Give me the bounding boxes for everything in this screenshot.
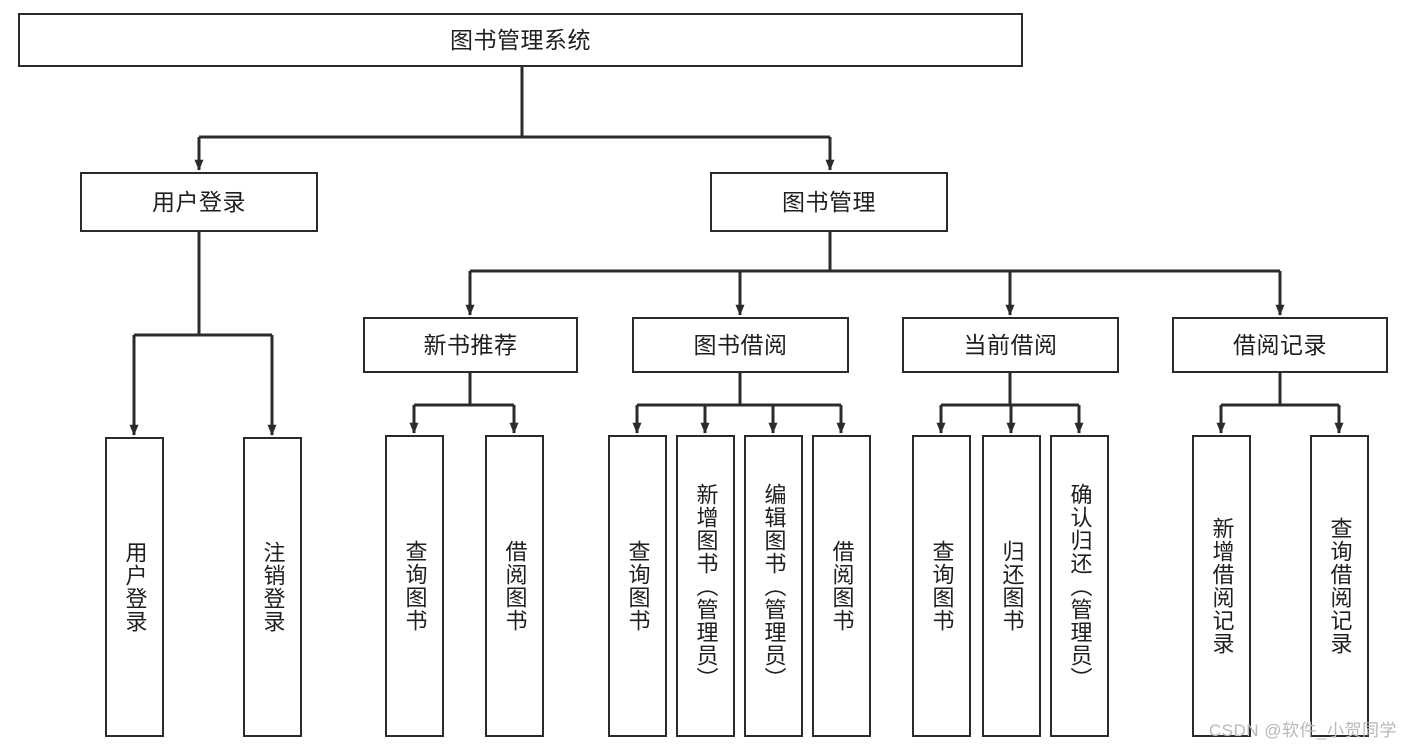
node-level3-book-borrow-label: 图书借阅 bbox=[693, 331, 788, 358]
node-leaf-label: 借阅图书 bbox=[502, 540, 528, 632]
node-leaf[interactable]: 注销登录 bbox=[243, 437, 302, 737]
node-leaf[interactable]: 查询图书 bbox=[912, 435, 971, 737]
node-level3-book-borrow[interactable]: 图书借阅 bbox=[632, 317, 849, 373]
node-leaf[interactable]: 查询图书 bbox=[608, 435, 667, 737]
node-level2-user-login-label: 用户登录 bbox=[152, 188, 246, 215]
node-root[interactable]: 图书管理系统 bbox=[18, 13, 1023, 67]
node-level2-book-management[interactable]: 图书管理 bbox=[710, 172, 948, 232]
node-leaf[interactable]: 用户登录 bbox=[105, 437, 164, 737]
node-leaf-label: 归还图书 bbox=[999, 540, 1025, 632]
node-leaf[interactable]: 借阅图书 bbox=[485, 435, 544, 737]
node-leaf-label: 查询图书 bbox=[929, 540, 955, 632]
node-level3-new-book-recommend[interactable]: 新书推荐 bbox=[363, 317, 578, 373]
node-level3-current-borrow[interactable]: 当前借阅 bbox=[902, 317, 1119, 373]
node-leaf[interactable]: 查询借阅记录 bbox=[1310, 435, 1369, 737]
node-level2-book-management-label: 图书管理 bbox=[782, 188, 876, 215]
node-leaf-label: 确认归还（管理员） bbox=[1067, 482, 1093, 690]
node-leaf-label: 查询图书 bbox=[625, 540, 651, 632]
node-leaf[interactable]: 新增借阅记录 bbox=[1192, 435, 1251, 737]
node-leaf-label: 新增借阅记录 bbox=[1209, 517, 1235, 655]
node-leaf-label: 编辑图书（管理员） bbox=[761, 482, 787, 690]
node-level3-borrow-record[interactable]: 借阅记录 bbox=[1172, 317, 1388, 373]
node-level3-current-borrow-label: 当前借阅 bbox=[963, 331, 1058, 358]
node-leaf-label: 借阅图书 bbox=[829, 540, 855, 632]
node-root-label: 图书管理系统 bbox=[450, 26, 591, 53]
node-leaf-label: 查询图书 bbox=[402, 540, 428, 632]
watermark: CSDN @软件_小贺同学 bbox=[1208, 721, 1397, 740]
node-leaf-label: 用户登录 bbox=[122, 541, 148, 633]
node-leaf[interactable]: 归还图书 bbox=[982, 435, 1041, 737]
node-leaf[interactable]: 新增图书（管理员） bbox=[676, 435, 735, 737]
node-leaf[interactable]: 编辑图书（管理员） bbox=[744, 435, 803, 737]
node-level2-user-login[interactable]: 用户登录 bbox=[80, 172, 318, 232]
node-leaf[interactable]: 借阅图书 bbox=[812, 435, 871, 737]
node-leaf-label: 注销登录 bbox=[260, 541, 286, 633]
node-leaf-label: 查询借阅记录 bbox=[1327, 517, 1353, 655]
node-leaf[interactable]: 确认归还（管理员） bbox=[1050, 435, 1109, 737]
node-level3-borrow-record-label: 借阅记录 bbox=[1233, 331, 1327, 358]
node-leaf-label: 新增图书（管理员） bbox=[693, 482, 719, 690]
node-leaf[interactable]: 查询图书 bbox=[385, 435, 444, 737]
node-level3-new-book-recommend-label: 新书推荐 bbox=[423, 331, 518, 358]
